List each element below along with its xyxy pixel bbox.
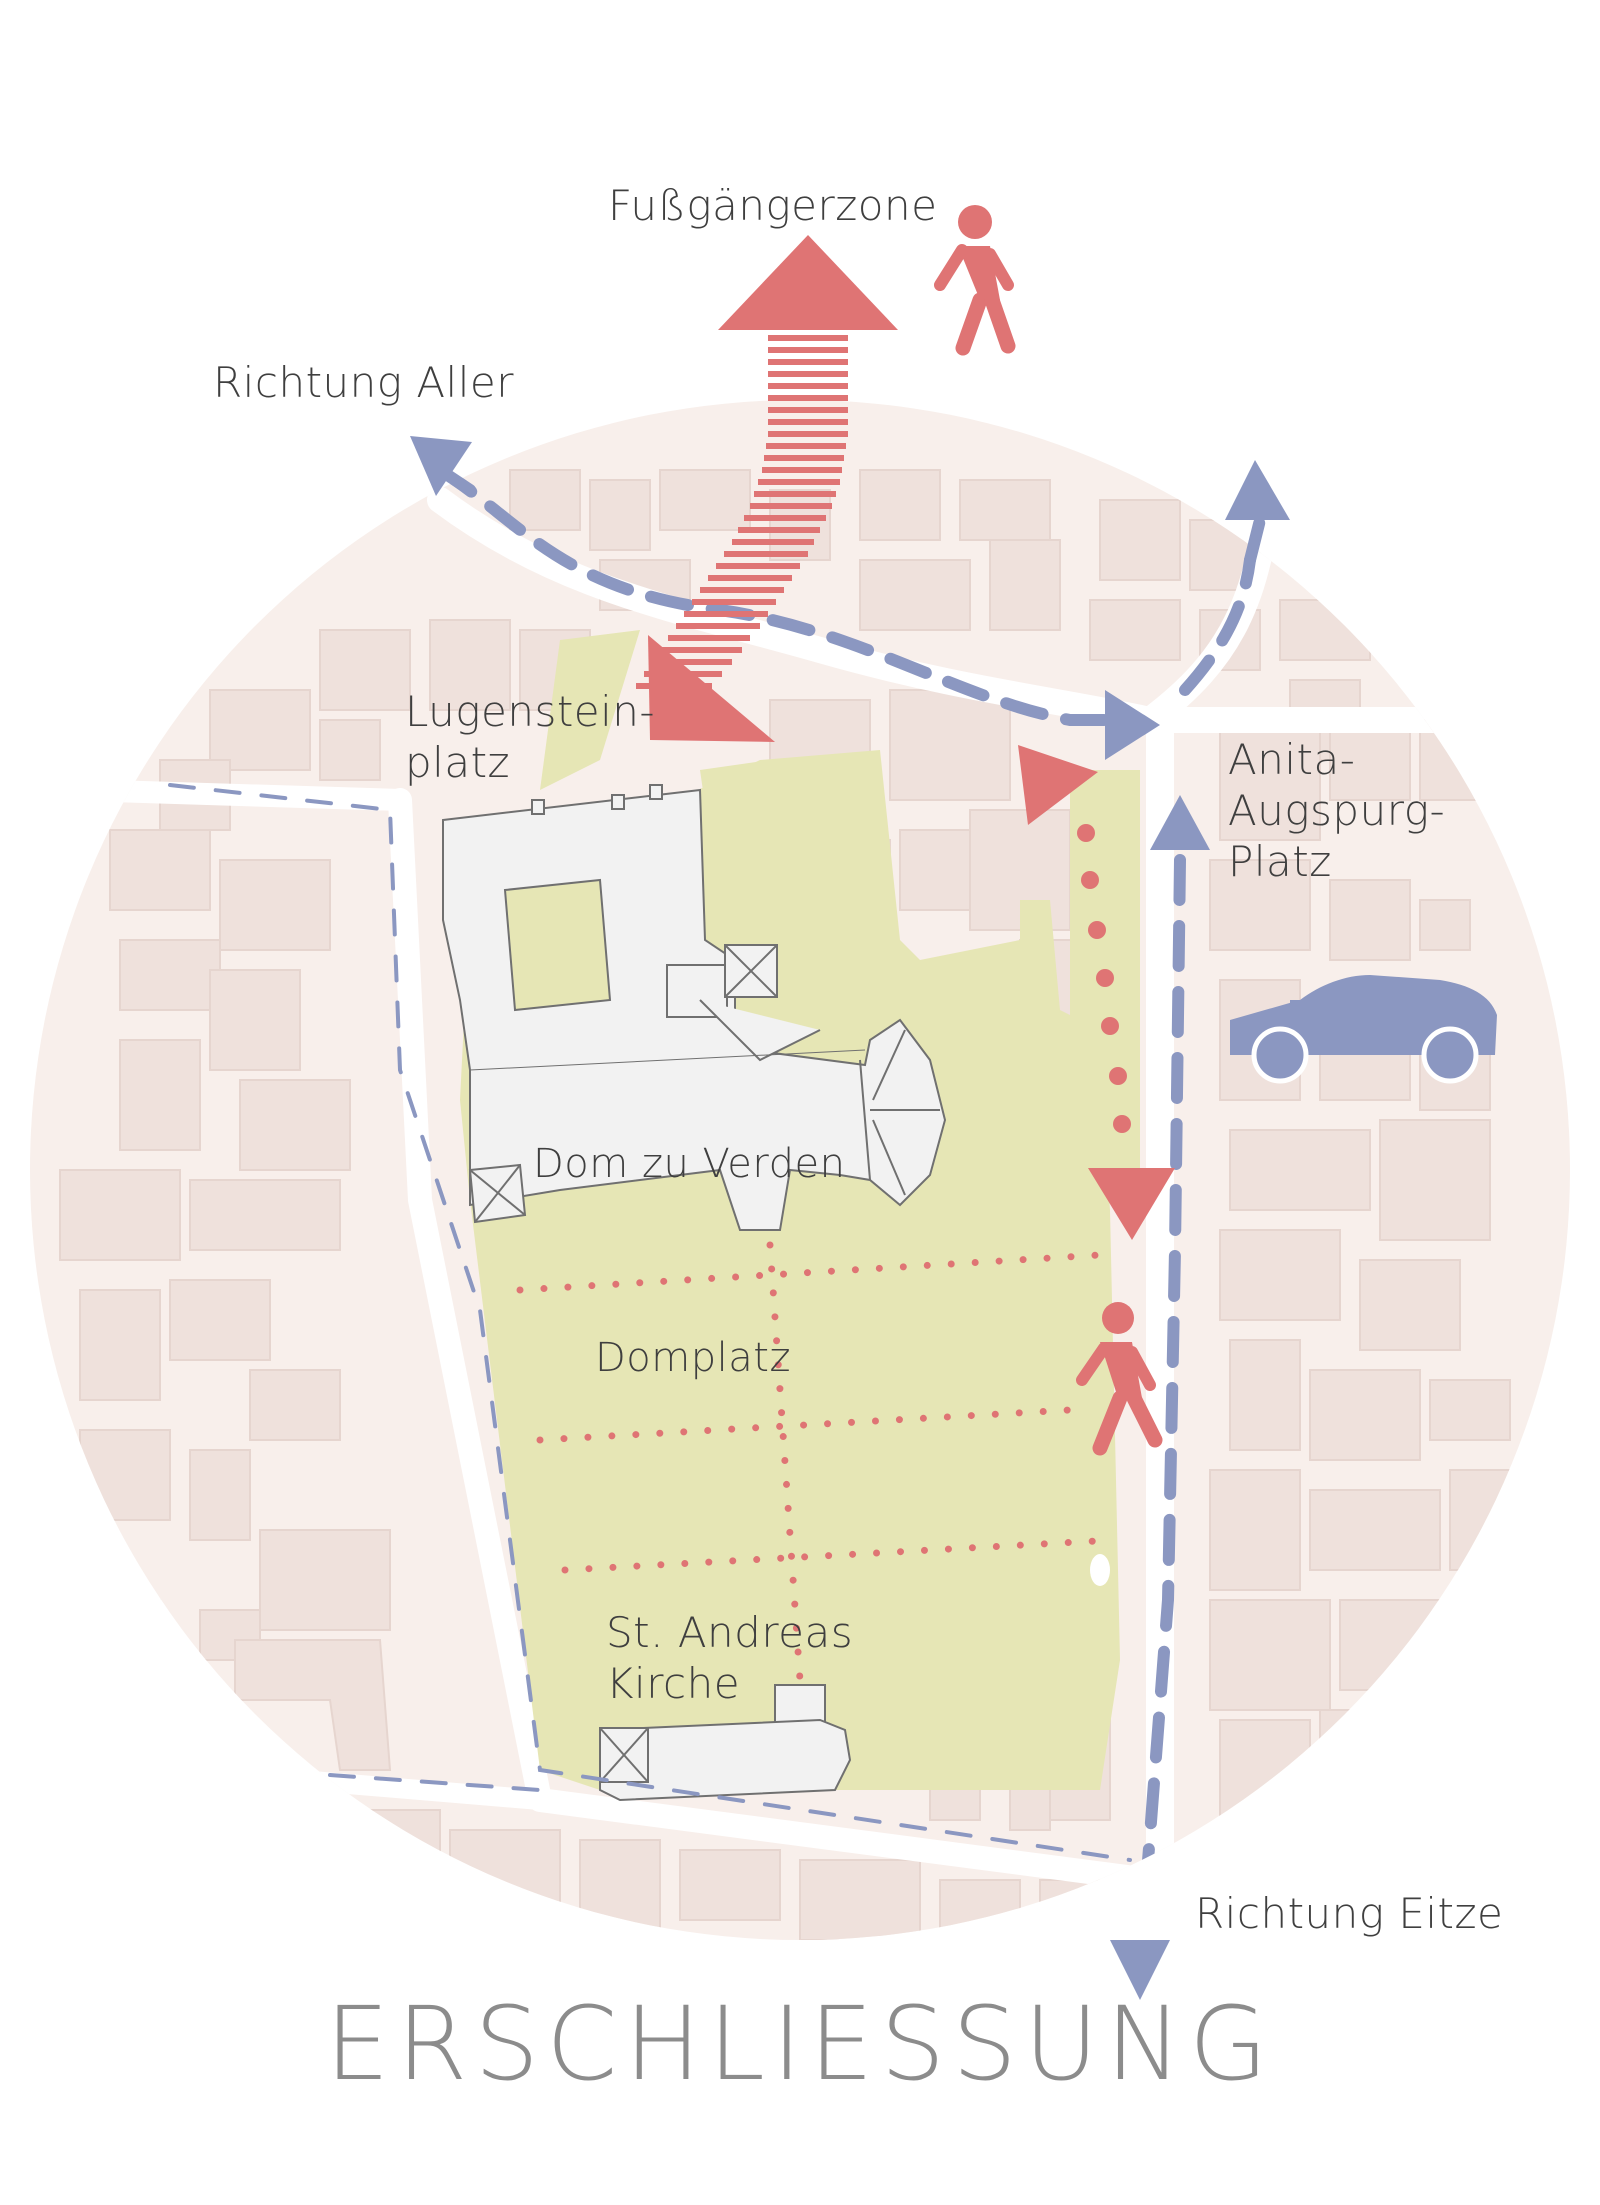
arrow-icon-east: [1105, 690, 1160, 760]
label-anita-line2: Augspurg-: [1228, 786, 1446, 836]
arrow-icon-eitze: [1110, 1940, 1170, 2000]
label-lugensteinplatz-line1: Lugenstein-: [405, 687, 656, 736]
label-richtung-aller: Richtung Aller: [213, 358, 514, 407]
buildings: [59, 469, 1531, 1940]
label-richtung-eitze: Richtung Eitze: [1195, 1889, 1504, 1938]
page-title: ERSCHLIESSUNG: [325, 1985, 1275, 2104]
car-routes: [168, 464, 1256, 1906]
arrow-icon-anita-entry: [1018, 745, 1098, 825]
arrow-icon-lugenstein: [648, 635, 775, 742]
label-lugensteinplatz-line2: platz: [405, 738, 511, 788]
arrow-icon-fussgaengerzone: [718, 235, 898, 330]
pedestrian-stripe-arrow: [636, 335, 848, 689]
arrow-icon-domplatz-south: [1088, 1168, 1175, 1240]
label-dom-zu-verden: Dom zu Verden: [533, 1141, 846, 1187]
pedestrian-route-east: [1077, 824, 1131, 1133]
label-lugensteinplatz: Lugenstein- platz: [405, 686, 655, 788]
label-anita-augspurg-platz: Anita- Augspurg- Platz: [1228, 734, 1445, 888]
pedestrian-icon-top: [934, 205, 1016, 356]
arrow-icon-anita: [1150, 795, 1210, 850]
label-andreas-line2: Kirche: [606, 1659, 741, 1709]
arrow-icon-aller: [410, 436, 472, 496]
st-andreas-church: [599, 1684, 852, 1802]
label-andreas-line1: St. Andreas: [606, 1608, 854, 1657]
streets: [69, 467, 1570, 1914]
pedestrian-dotted-routes: [516, 1241, 1119, 1684]
arrow-icon-north: [1225, 460, 1290, 520]
car-icon: [1230, 975, 1497, 1084]
label-anita-line3: Platz: [1228, 837, 1332, 887]
label-st-andreas-kirche: St. Andreas Kirche: [606, 1607, 853, 1709]
pedestrian-icon-domplatz: [1076, 1302, 1163, 1456]
label-domplatz: Domplatz: [595, 1335, 791, 1381]
dom-zu-verden-building: [442, 784, 947, 1231]
label-anita-line1: Anita-: [1228, 735, 1356, 784]
label-fussgaengerzone: Fußgängerzone: [608, 181, 938, 230]
